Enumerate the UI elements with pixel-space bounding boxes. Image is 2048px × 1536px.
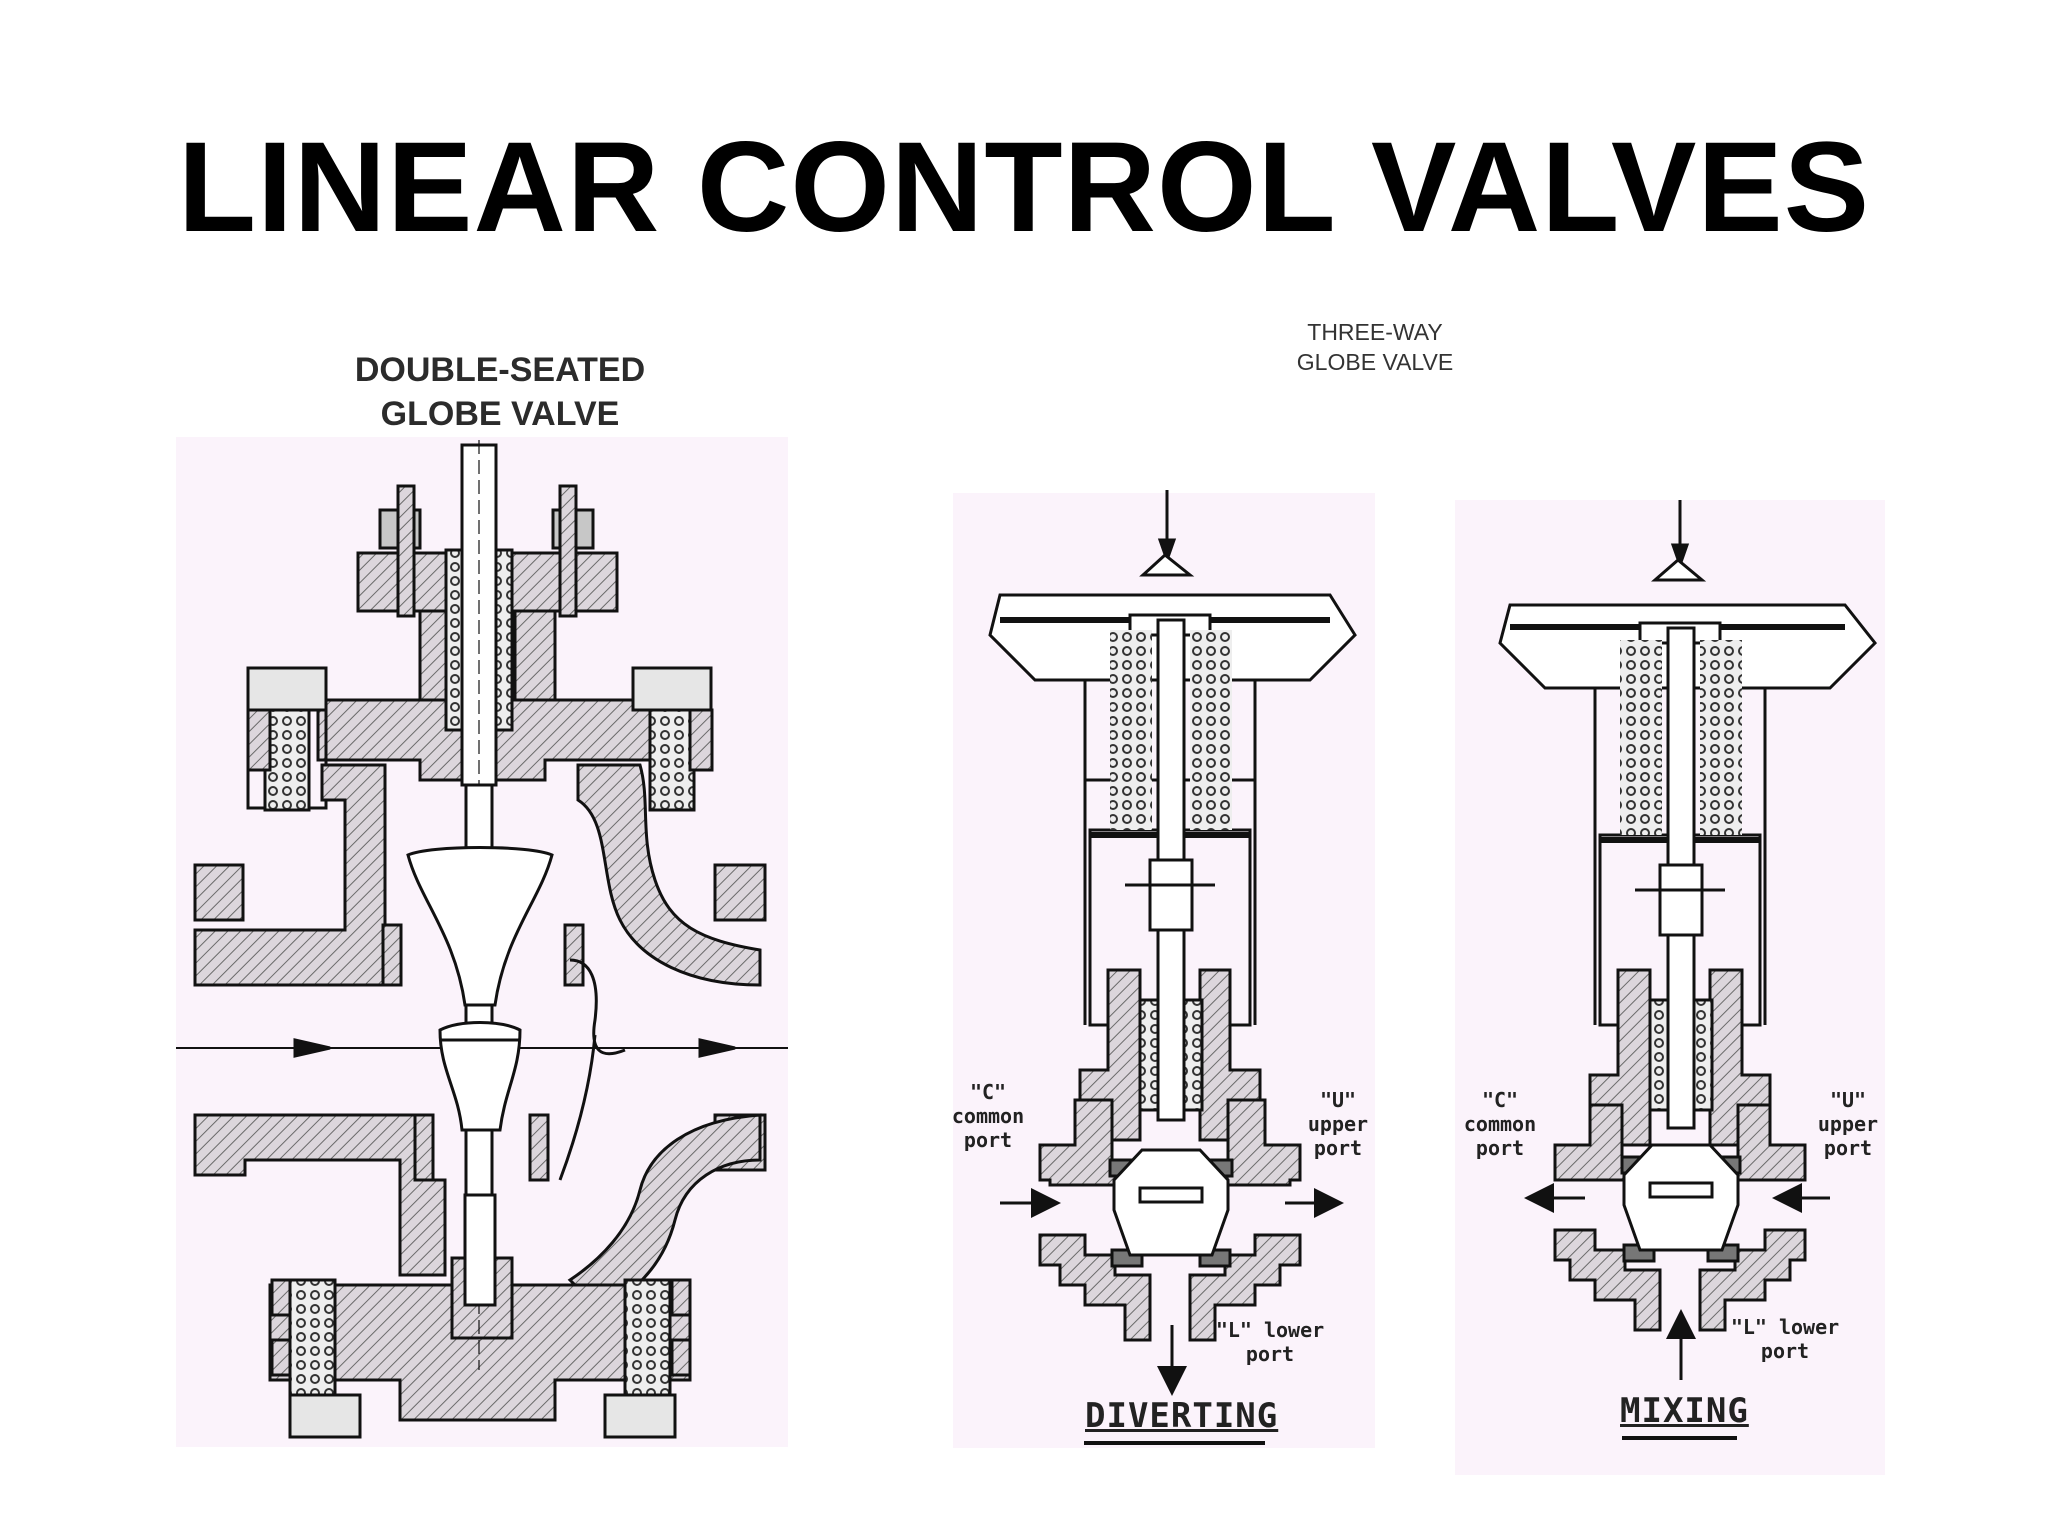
- mixing-valve-drawing: [1498, 500, 1878, 1440]
- double-seated-valve-drawing: [176, 440, 788, 1439]
- diverting-common-port-label: "C" common port: [948, 1080, 1028, 1152]
- diverting-upper-line3: port: [1313, 1136, 1363, 1160]
- three-way-caption-line2: GLOBE VALVE: [1296, 349, 1454, 375]
- mixing-common-line1: "C": [1481, 1088, 1519, 1112]
- diverting-common-line3: port: [963, 1128, 1013, 1152]
- mixing-mode-label: MIXING: [1620, 1391, 1749, 1431]
- diverting-mode-label: DIVERTING: [1085, 1396, 1279, 1436]
- diverting-upper-line2: upper: [1307, 1112, 1369, 1136]
- diverting-common-line2: common: [951, 1104, 1025, 1128]
- diverting-common-line1: "C": [969, 1080, 1007, 1104]
- mixing-upper-line3: port: [1823, 1136, 1873, 1160]
- page-title: LINEAR CONTROL VALVES: [177, 116, 1871, 259]
- mixing-lower-port-label: "L" lower port: [1730, 1315, 1840, 1363]
- three-way-caption: THREE-WAY GLOBE VALVE: [1230, 317, 1520, 377]
- mixing-upper-port-label: "U" upper port: [1808, 1088, 1888, 1160]
- diverting-lower-line2: port: [1245, 1342, 1295, 1366]
- mixing-common-line3: port: [1475, 1136, 1525, 1160]
- double-seated-caption-line2: GLOBE VALVE: [380, 395, 620, 433]
- mixing-upper-line1: "U": [1829, 1088, 1867, 1112]
- double-seated-caption: DOUBLE-SEATED GLOBE VALVE: [290, 348, 710, 436]
- mixing-common-line2: common: [1463, 1112, 1537, 1136]
- diverting-upper-line1: "U": [1319, 1088, 1357, 1112]
- diverting-lower-line1: "L" lower: [1215, 1318, 1325, 1342]
- diverting-valve-drawing: [988, 490, 1357, 1445]
- double-seated-caption-line1: DOUBLE-SEATED: [354, 351, 646, 389]
- diverting-lower-port-label: "L" lower port: [1215, 1318, 1325, 1366]
- diverting-upper-port-label: "U" upper port: [1298, 1088, 1378, 1160]
- three-way-caption-line1: THREE-WAY: [1307, 319, 1443, 345]
- mixing-lower-line1: "L" lower: [1730, 1315, 1840, 1339]
- mixing-lower-line2: port: [1760, 1339, 1810, 1363]
- mixing-common-port-label: "C" common port: [1460, 1088, 1540, 1160]
- mixing-upper-line2: upper: [1817, 1112, 1879, 1136]
